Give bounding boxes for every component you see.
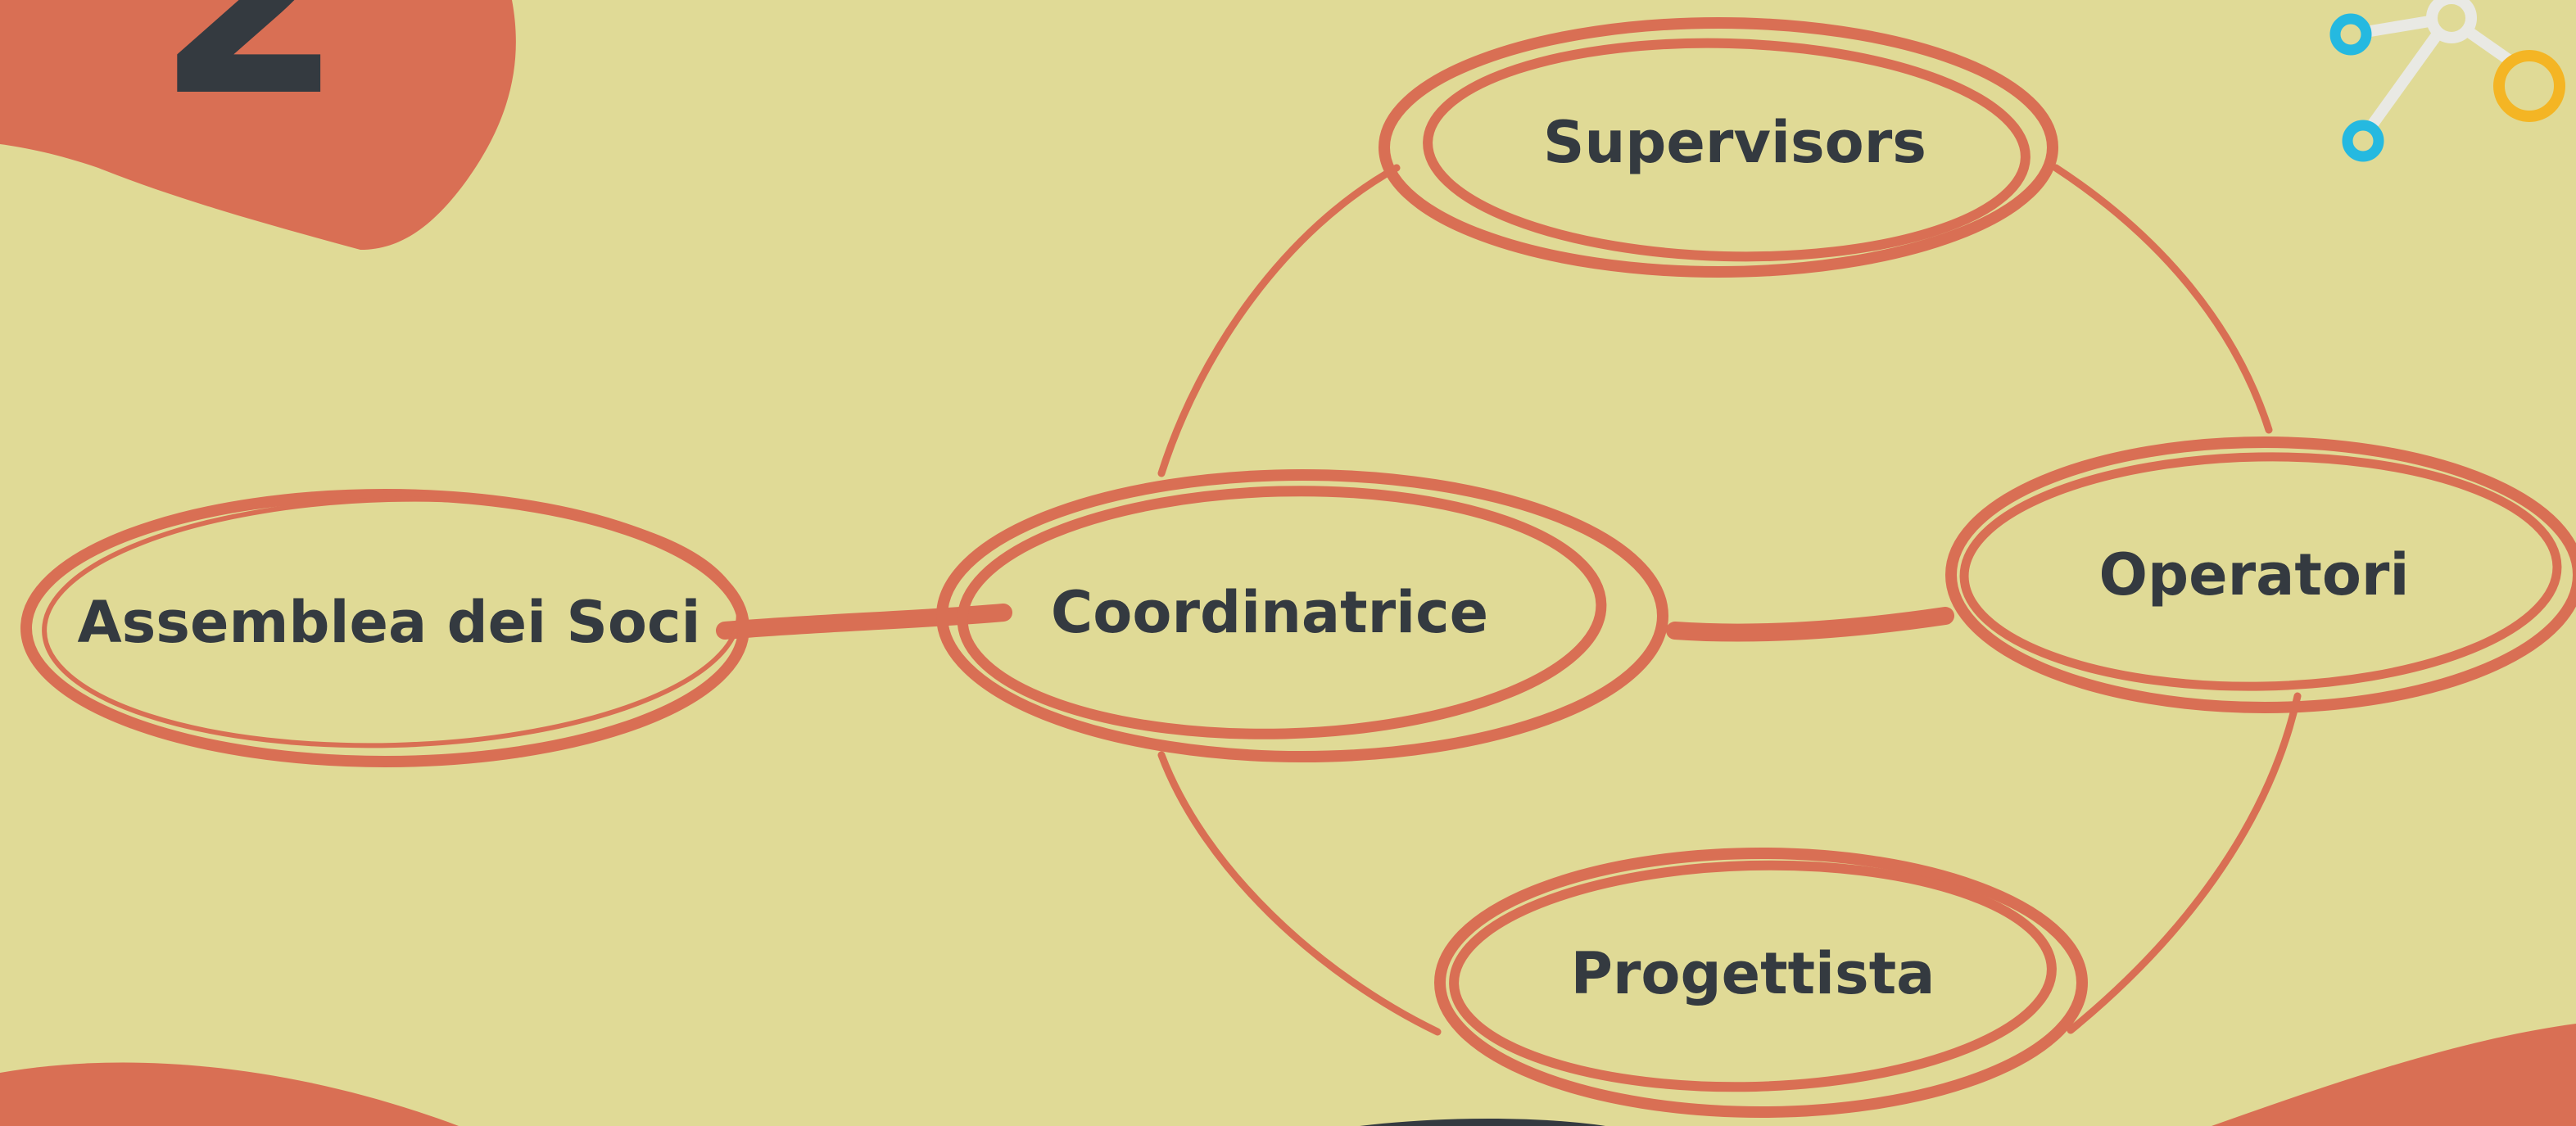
node-progettista: Progettista: [1434, 848, 2088, 1118]
node-assemblea: Assemblea dei Soci: [20, 489, 749, 767]
page-number: 2: [156, 0, 344, 156]
node-coordinatrice: Coordinatrice: [936, 469, 1668, 762]
node-operatori: Operatori: [1945, 436, 2576, 713]
node-label-progettista: Progettista: [1571, 940, 1935, 1007]
bottom-dark-arc: [1360, 1119, 1605, 1126]
network-nodes-icon: [2329, 0, 2565, 162]
node-label-assemblea: Assemblea dei Soci: [77, 589, 700, 656]
edge-coordinatrice-progettista: [1157, 751, 1442, 1036]
node-label-coordinatrice: Coordinatrice: [1051, 579, 1488, 646]
node-label-supervisors: Supervisors: [1543, 109, 1926, 176]
bottom-right-wave: [2212, 1024, 2576, 1126]
node-label-operatori: Operatori: [2099, 541, 2410, 608]
top-left-blob: [0, 0, 516, 250]
edge-coordinatrice-supervisors: [1157, 164, 1401, 477]
node-supervisors: Supervisors: [1379, 17, 2058, 278]
edge-supervisors-operatori: [2052, 164, 2273, 434]
bottom-left-wave: [0, 1062, 459, 1126]
edge-operatori-progettista: [2067, 692, 2302, 1034]
edge-coordinatrice-operatori: [1666, 607, 1954, 642]
